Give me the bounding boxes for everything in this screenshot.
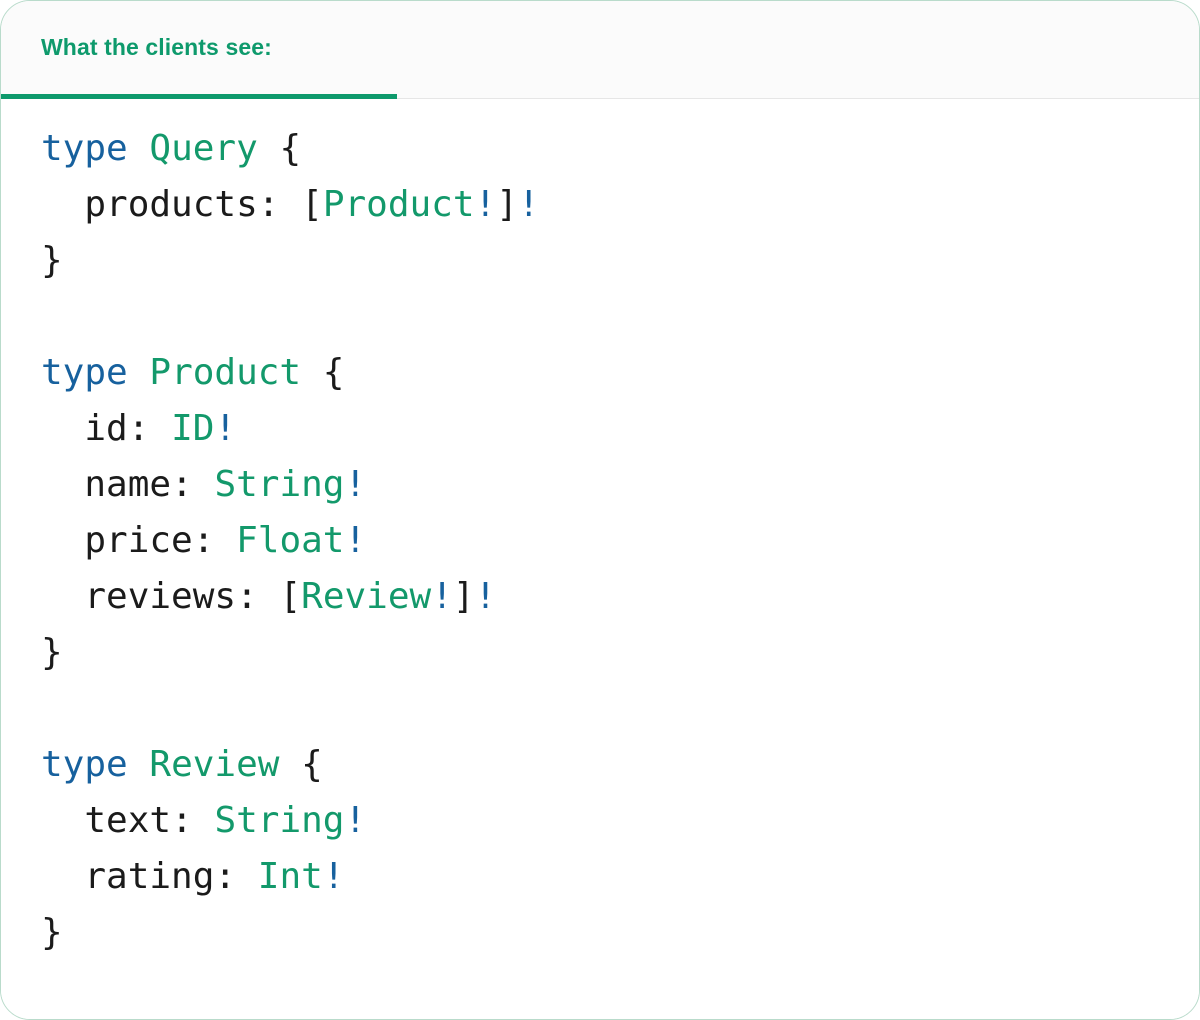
token-field-reviews: reviews bbox=[84, 576, 237, 617]
token-colon: : bbox=[171, 800, 193, 841]
token-space bbox=[236, 856, 258, 897]
token-field-id: id bbox=[84, 408, 128, 449]
token-bracket-close: ] bbox=[452, 576, 475, 617]
token-indent bbox=[41, 408, 84, 449]
code-line: reviews: [Review!]! bbox=[41, 569, 1159, 625]
token-field-name: name bbox=[84, 464, 172, 505]
token-type-string: String bbox=[214, 800, 345, 841]
code-line: products: [Product!]! bbox=[41, 177, 1159, 233]
tab-what-the-clients-see[interactable]: What the clients see: bbox=[1, 1, 397, 99]
token-bracket-open: [ bbox=[301, 184, 323, 225]
token-colon: : bbox=[127, 408, 150, 449]
token-field-price: price bbox=[84, 520, 193, 561]
token-space bbox=[214, 520, 236, 561]
token-indent bbox=[41, 856, 84, 897]
code-line: price: Float! bbox=[41, 513, 1159, 569]
token-field-rating: rating bbox=[84, 856, 215, 897]
token-type-id: ID bbox=[171, 408, 215, 449]
token-space bbox=[301, 352, 323, 393]
code-line: type Query { bbox=[41, 121, 1159, 177]
token-bang: ! bbox=[431, 576, 453, 617]
token-type-float: Float bbox=[236, 520, 345, 561]
token-type-product: Product bbox=[322, 184, 475, 225]
token-space bbox=[279, 744, 301, 785]
token-keyword-type: type bbox=[41, 744, 128, 785]
token-indent bbox=[41, 184, 84, 225]
token-brace-open: { bbox=[301, 744, 323, 785]
code-line: } bbox=[41, 905, 1159, 961]
token-bang: ! bbox=[214, 408, 237, 449]
code-line: name: String! bbox=[41, 457, 1159, 513]
token-indent bbox=[41, 576, 84, 617]
token-indent bbox=[41, 464, 84, 505]
token-bang: ! bbox=[474, 576, 497, 617]
code-line-blank bbox=[41, 289, 1159, 345]
token-space bbox=[258, 576, 280, 617]
token-bang: ! bbox=[344, 800, 367, 841]
token-brace-close: } bbox=[41, 240, 63, 281]
token-type-int: Int bbox=[257, 856, 323, 897]
token-brace-open: { bbox=[279, 128, 302, 169]
token-bracket-open: [ bbox=[279, 576, 302, 617]
token-space bbox=[193, 464, 215, 505]
token-bang: ! bbox=[517, 184, 540, 225]
code-line: type Product { bbox=[41, 345, 1159, 401]
token-field-products: products bbox=[84, 184, 258, 225]
graphql-schema-code[interactable]: type Query { products: [Product!]!} type… bbox=[41, 121, 1159, 961]
token-keyword-type: type bbox=[41, 128, 128, 169]
token-indent bbox=[41, 520, 84, 561]
token-space bbox=[149, 408, 171, 449]
token-keyword-type: type bbox=[41, 352, 128, 393]
code-line: rating: Int! bbox=[41, 849, 1159, 905]
code-line: text: String! bbox=[41, 793, 1159, 849]
token-bang: ! bbox=[322, 856, 345, 897]
tab-bar: What the clients see: bbox=[1, 1, 1199, 99]
token-space bbox=[128, 352, 150, 393]
code-line: type Review { bbox=[41, 737, 1159, 793]
token-type-review: Review bbox=[301, 576, 432, 617]
token-indent bbox=[41, 800, 84, 841]
token-bang: ! bbox=[474, 184, 497, 225]
code-line-blank bbox=[41, 681, 1159, 737]
token-type-query: Query bbox=[149, 128, 258, 169]
token-colon: : bbox=[192, 520, 215, 561]
token-colon: : bbox=[214, 856, 237, 897]
token-space bbox=[128, 744, 150, 785]
code-area: type Query { products: [Product!]!} type… bbox=[1, 99, 1199, 1019]
code-line: } bbox=[41, 625, 1159, 681]
token-bang: ! bbox=[344, 464, 367, 505]
token-type-product: Product bbox=[149, 352, 302, 393]
token-field-text: text bbox=[84, 800, 172, 841]
token-space bbox=[193, 800, 215, 841]
token-colon: : bbox=[236, 576, 258, 617]
token-type-string: String bbox=[214, 464, 345, 505]
token-space bbox=[258, 128, 280, 169]
token-brace-close: } bbox=[41, 632, 63, 673]
token-colon: : bbox=[171, 464, 193, 505]
token-space bbox=[279, 184, 301, 225]
token-brace-close: } bbox=[41, 912, 63, 953]
token-colon: : bbox=[257, 184, 280, 225]
code-line: } bbox=[41, 233, 1159, 289]
token-brace-open: { bbox=[322, 352, 345, 393]
token-space bbox=[128, 128, 150, 169]
token-bang: ! bbox=[344, 520, 367, 561]
token-bracket-close: ] bbox=[496, 184, 518, 225]
code-line: id: ID! bbox=[41, 401, 1159, 457]
token-type-review: Review bbox=[149, 744, 280, 785]
